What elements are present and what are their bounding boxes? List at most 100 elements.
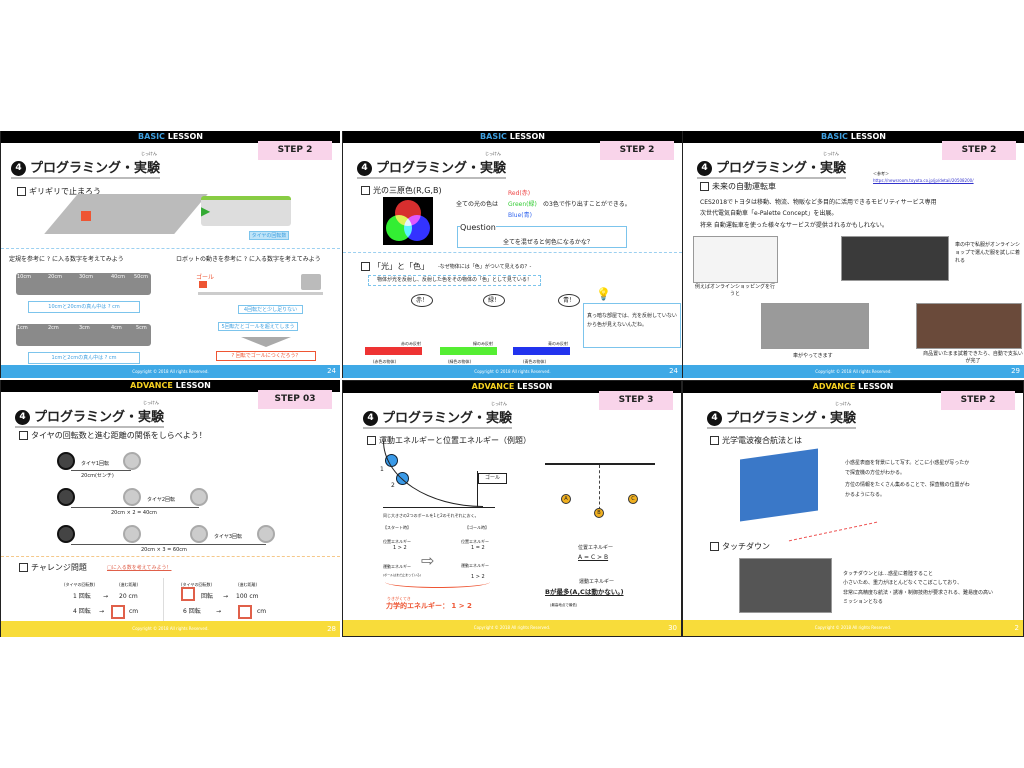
down-arrow-icon: [241, 337, 291, 347]
txt-element: (進む距離): [238, 582, 258, 587]
text-span: Copyright © 2018 All rights Reserved.: [474, 369, 551, 374]
robot-icon: [361, 262, 370, 271]
text-span: 5cm: [136, 325, 147, 331]
txt-element: 20 cm: [119, 593, 138, 600]
txt-element: →: [223, 593, 229, 600]
step-tag: STEP 2: [258, 141, 332, 160]
program-block: ▶: [201, 196, 291, 226]
text-span: [385, 576, 490, 588]
robot-image: [301, 274, 321, 290]
text-span: LESSON: [509, 132, 545, 141]
wheel-element: [257, 525, 275, 543]
text-span: [513, 347, 570, 355]
txt-element: Red(赤): [508, 190, 531, 197]
text-span: タッチダウン: [722, 542, 770, 551]
wheel-element: [123, 452, 141, 470]
text-span: プログラミング・実験: [30, 161, 161, 176]
num-element: 4: [697, 161, 712, 176]
sub-element: 光学電波複合航法とは: [710, 435, 802, 446]
wheel-element: [123, 488, 141, 506]
text-span: 光学電波複合航法とは: [722, 436, 802, 445]
txt-element: 方位の情報をたくさん集めることで、探査機の位置がわ: [845, 482, 970, 488]
txt-element: 次世代電気自動車「e-Palette Concept」を出展。: [700, 210, 838, 217]
lesson-header: BASIC LESSON: [1, 131, 340, 143]
text-span: LESSON: [858, 382, 894, 391]
text-span: 4cm: [111, 325, 122, 331]
txt-element: →: [103, 593, 109, 600]
wheel-element: [57, 488, 75, 506]
ruby-element: じっけん: [491, 401, 507, 406]
txt-element: 20cm(センチ): [81, 473, 114, 479]
text-span: [599, 465, 600, 515]
txt-element: タッチダウンとは…惑星に着陸すること: [843, 571, 934, 577]
foot-element: Copyright © 2018 All rights Reserved.24: [1, 365, 340, 378]
txt-element: 20cm × 3 = 60cm: [141, 547, 187, 553]
box-element: タイヤの回転数: [249, 231, 289, 240]
txt-element: かるようになる。: [845, 492, 886, 498]
reference-link[interactable]: https://newsroom.toyota.co.jp/jp/detail/…: [873, 178, 974, 183]
box-element: 1cmと2cmの真ん中は ? cm: [28, 352, 140, 364]
text-span: [198, 292, 323, 295]
robot-icon: [19, 431, 28, 440]
box-element: 5回転だとゴールを超えてしまう: [218, 322, 298, 331]
answer-box[interactable]: [181, 587, 195, 601]
pg-element: 24: [327, 367, 336, 375]
wheel-element: [57, 525, 75, 543]
pg-element: 2: [1014, 624, 1019, 632]
txt-element: Bが最多(A,Cは動かない。): [545, 588, 624, 596]
txt-element: Green(緑): [508, 201, 537, 208]
num-element: 4: [363, 411, 378, 426]
text-span: タイヤの回転数と進む距離の関係をしらべよう！: [31, 431, 207, 440]
hdr-element: BASIC LESSON: [343, 131, 682, 143]
text-span: ▶: [201, 204, 211, 218]
touchdown-image: [739, 558, 832, 613]
step-element: STEP 2: [941, 391, 1015, 410]
txt-element: ＜参考＞: [873, 171, 889, 176]
text-span: 1cm: [17, 325, 28, 331]
robot-icon: [367, 436, 376, 445]
txt-element: 6 回転: [183, 608, 201, 615]
pg-element: 28: [327, 625, 336, 633]
acc-element: ADVANCE: [130, 381, 173, 390]
text-span: [163, 578, 164, 622]
txt-element: ロボットの動きを参考に ? に入る数字を考えてみよう: [176, 256, 321, 263]
txt-element: CES2018でトヨタは移動、物流、物販など多目的に活用できるモビリティサービス…: [700, 199, 937, 206]
txt-element: 赤！: [411, 294, 434, 307]
acc-element: BASIC: [480, 132, 507, 141]
wheel-element: [123, 525, 141, 543]
answer-box[interactable]: [238, 605, 252, 619]
robot-icon: [710, 542, 719, 551]
flag-icon: [81, 211, 91, 221]
hdr-element: ADVANCE LESSON: [683, 381, 1023, 393]
line-element: [71, 507, 199, 508]
text-span: 20cm: [48, 274, 62, 280]
sub-element: タッチダウン: [710, 541, 770, 552]
flag-icon: [199, 281, 207, 288]
hdr-element: ADVANCE LESSON: [343, 381, 681, 393]
ruby-element: じっけん: [835, 401, 851, 406]
foot-element: Copyright © 2018 All rights Reserved.2: [683, 620, 1023, 636]
txt-element: 青のみ反射: [548, 341, 568, 346]
txt-element: (タイヤの回転数): [64, 582, 96, 587]
dash-element: [1, 556, 340, 557]
answer-box[interactable]: [111, 605, 125, 619]
hdr-element: BASIC LESSON: [683, 131, 1024, 143]
text-span: [788, 521, 878, 542]
txt-element: 緑！: [483, 294, 506, 307]
sub-element: 「光」と「色」: [361, 261, 429, 272]
acc-element: BASIC: [138, 132, 165, 141]
acc-element: ADVANCE: [471, 382, 515, 391]
num-element: 4: [357, 161, 372, 176]
robot-icon: [361, 186, 370, 195]
text-span: Copyright © 2018 All rights Reserved.: [815, 369, 892, 374]
